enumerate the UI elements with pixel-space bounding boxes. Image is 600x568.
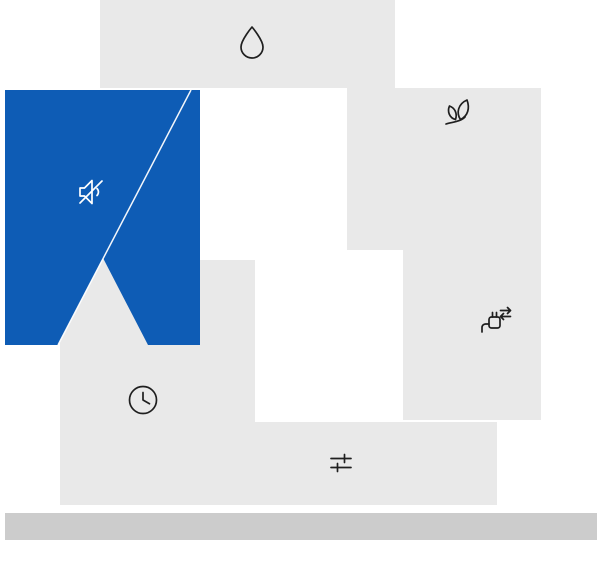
water-tile[interactable] [100, 0, 395, 88]
eco-tile[interactable] [347, 88, 541, 250]
plug-swap-icon [481, 306, 512, 333]
banner-fold-line [57, 90, 192, 345]
leaf-icon [445, 99, 470, 125]
banner-shape [5, 90, 200, 345]
mute-banner[interactable] [5, 90, 200, 345]
water-drop-icon [240, 26, 264, 59]
speaker-mute-icon [79, 179, 103, 205]
clock-icon [128, 385, 158, 415]
options-tile[interactable] [200, 422, 497, 505]
sliders-icon [330, 453, 352, 473]
power-tile[interactable] [403, 250, 541, 420]
bottom-bar [5, 513, 597, 540]
